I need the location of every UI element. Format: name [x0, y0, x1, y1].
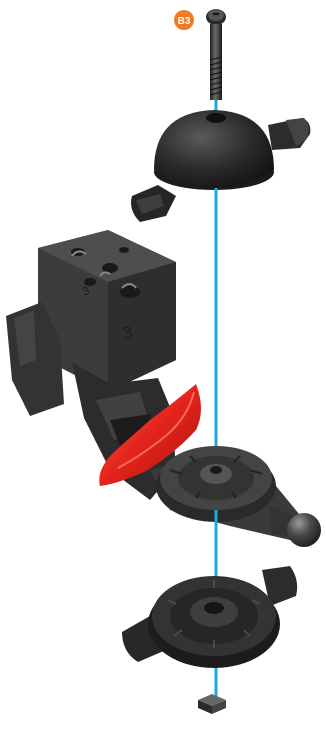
dome-cap-icon	[131, 110, 310, 222]
callout-badge: B3	[174, 10, 194, 30]
square-nut-icon	[198, 694, 226, 714]
screw-icon	[206, 9, 226, 100]
callout-label: B3	[178, 16, 191, 27]
ratchet-base-icon	[122, 566, 297, 668]
